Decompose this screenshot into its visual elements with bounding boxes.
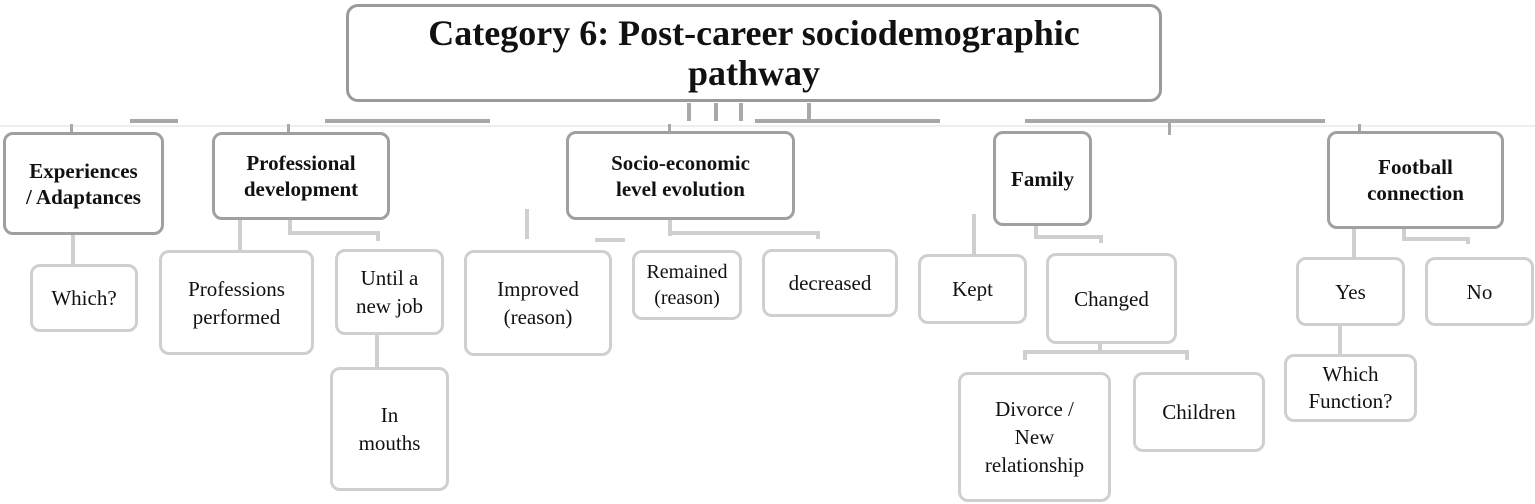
connector xyxy=(1025,119,1325,123)
connector xyxy=(288,220,292,234)
connector xyxy=(816,231,820,239)
connector xyxy=(325,119,490,123)
node-until-new-job: Until a new job xyxy=(335,249,444,335)
node-label: Until a new job xyxy=(355,266,424,318)
node-remained: Remained (reason) xyxy=(632,250,742,320)
category-label: Professional development xyxy=(243,151,359,201)
node-children: Children xyxy=(1133,372,1265,452)
connector xyxy=(71,235,75,265)
connector xyxy=(668,231,820,235)
category-socio-economic: Socio-economic level evolution xyxy=(566,131,795,220)
root-label: Category 6: Post-career sociodemographic… xyxy=(428,13,1080,93)
node-label: decreased xyxy=(788,271,872,295)
node-label: Kept xyxy=(952,277,993,301)
connector xyxy=(1023,350,1189,354)
connector xyxy=(595,238,625,242)
connector xyxy=(1358,124,1361,134)
category-label: Football connection xyxy=(1367,155,1464,205)
node-yes: Yes xyxy=(1296,257,1405,326)
connector xyxy=(1402,237,1470,241)
node-label: Which? xyxy=(51,286,117,310)
connector xyxy=(288,231,380,235)
connector xyxy=(1338,326,1342,356)
connector xyxy=(287,124,290,134)
node-label: Changed xyxy=(1074,286,1149,311)
connector xyxy=(1466,237,1470,244)
connector xyxy=(1099,235,1103,243)
connector xyxy=(1168,123,1171,135)
connector xyxy=(668,220,672,236)
connector xyxy=(755,119,940,123)
node-label: Remained (reason) xyxy=(646,261,728,309)
node-label: Divorce / New relationship xyxy=(984,397,1085,477)
node-label: No xyxy=(1466,279,1493,304)
node-label: Yes xyxy=(1335,279,1366,304)
connector xyxy=(739,103,743,121)
node-label: Improved (reason) xyxy=(497,277,579,329)
node-decreased: decreased xyxy=(762,249,898,317)
node-which: Which? xyxy=(30,264,138,332)
root-node: Category 6: Post-career sociodemographic… xyxy=(346,4,1162,102)
connector xyxy=(668,124,671,134)
node-in-mouths: In mouths xyxy=(330,367,449,491)
connector xyxy=(375,332,379,368)
node-changed: Changed xyxy=(1046,253,1177,344)
connector xyxy=(376,231,380,241)
connector xyxy=(1098,342,1102,352)
node-which-function: Which Function? xyxy=(1284,354,1417,422)
connector xyxy=(1034,226,1038,238)
category-family: Family xyxy=(993,131,1092,226)
node-label: In mouths xyxy=(358,403,421,455)
node-kept: Kept xyxy=(918,254,1027,324)
category-label: Family xyxy=(1011,166,1074,191)
connector xyxy=(1034,235,1102,239)
category-label: Socio-economic level evolution xyxy=(611,150,750,201)
connector xyxy=(238,220,242,250)
category-football-connection: Football connection xyxy=(1327,131,1504,229)
connector xyxy=(1185,350,1189,360)
connector xyxy=(525,209,529,239)
node-label: Children xyxy=(1162,400,1236,424)
connector xyxy=(70,124,73,134)
node-improved: Improved (reason) xyxy=(464,250,612,356)
connector xyxy=(687,103,691,121)
category-experiences: Experiences / Adaptances xyxy=(3,132,164,235)
connector xyxy=(0,125,1535,127)
category-label: Experiences / Adaptances xyxy=(26,158,141,209)
category-professional-development: Professional development xyxy=(212,132,390,220)
connector xyxy=(972,214,976,254)
node-divorce-new-relationship: Divorce / New relationship xyxy=(958,372,1111,502)
connector xyxy=(807,103,811,121)
connector xyxy=(1023,350,1027,360)
connector xyxy=(1352,229,1356,259)
node-no: No xyxy=(1425,257,1534,326)
connector xyxy=(1402,229,1406,241)
node-label: Professions performed xyxy=(188,276,285,329)
connector xyxy=(714,103,718,121)
connector xyxy=(130,119,178,123)
node-label: Which Function? xyxy=(1308,362,1393,413)
node-professions-performed: Professions performed xyxy=(159,250,314,355)
